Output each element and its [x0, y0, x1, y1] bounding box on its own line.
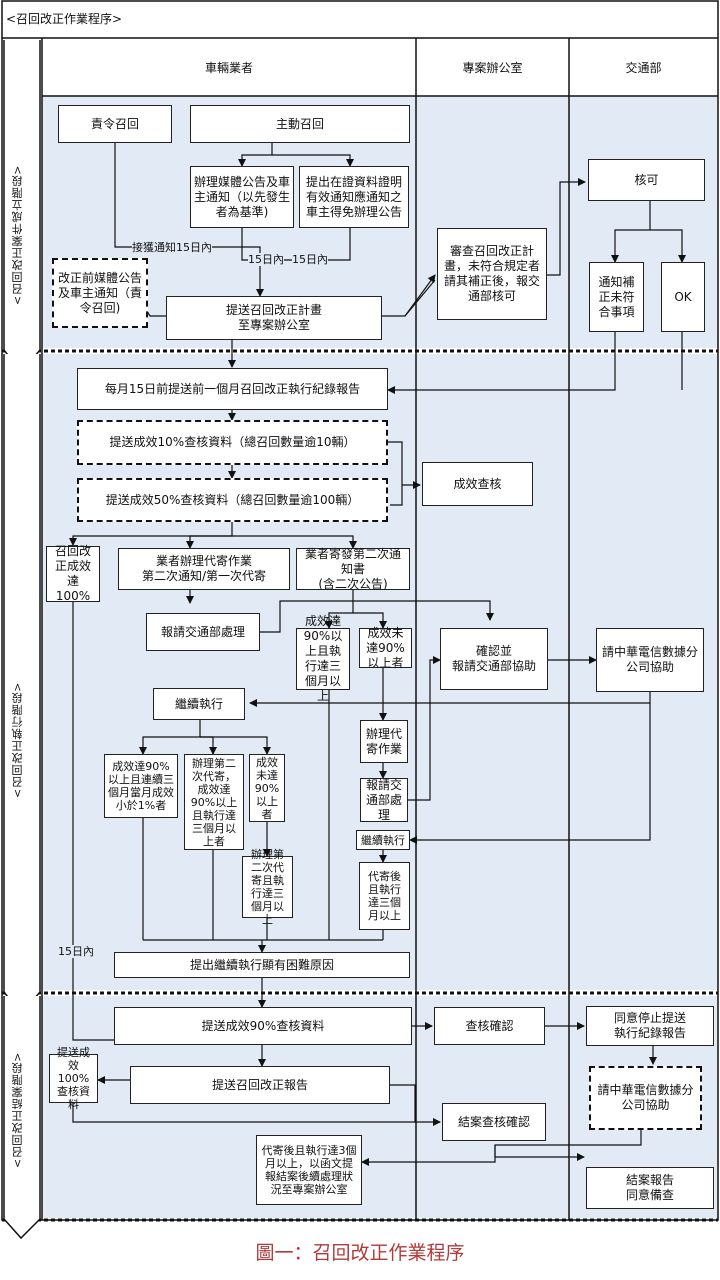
box-under90: 成效未達90%以上者: [359, 626, 412, 670]
column-header-office: 專案辦公室: [462, 60, 523, 75]
box-effect-check: 成效查核: [422, 462, 533, 506]
box-submit-100: 提送成效100%查核資料: [49, 1046, 98, 1111]
box-submit-50: 提送成效50%查核資料（總召回數量逾100輛）: [77, 478, 388, 522]
stage-label-establish: <召回改正案件成立階段>: [11, 164, 24, 306]
box-proxy-close: 代寄後且執行達3個月以上，以函文提報結案後續處理狀況至專案辦公室: [256, 1135, 362, 1205]
box-cht-assist: 請中華電信數據分公司協助: [596, 628, 704, 692]
box-over90-3m: 成效達90%以上且執行達三個月以上: [296, 614, 350, 703]
box-second-notice: 業者寄發第二次通知書 (含二次公告): [296, 547, 410, 591]
box-proxy-mail: 辦理代寄作業: [360, 720, 408, 763]
box-monthly-report: 每月15日前提送前一個月召回改正執行紀錄報告: [77, 368, 388, 410]
box-voluntary-recall: 主動召回: [190, 105, 410, 143]
box-under90-2: 成效未達90%以上者: [249, 754, 285, 822]
label-15days-b: 15日內: [292, 253, 328, 266]
box-confirm-assist: 確認並 報請交通部協助: [440, 628, 548, 690]
box-second-proxy: 辦理第二次代寄，成效達90%以上且執行達三個月以上者: [184, 754, 244, 850]
box-agree-stop: 同意停止提送 執行紀錄報告: [586, 1006, 714, 1046]
box-review-plan: 審查召回改正計畫，未符合規定者請其補正後，報交通部核可: [437, 228, 547, 320]
column-header-vehicle: 車輛業者: [204, 60, 253, 75]
figure-caption: 圖一：召回改正作業程序: [255, 1242, 465, 1264]
box-over90-consecutive: 成效達90%以上且連續三個月當月成效小於1%者: [104, 754, 178, 818]
box-cht-assist-2: 請中華電信數據分公司協助: [589, 1066, 702, 1130]
box-ok: OK: [661, 262, 705, 332]
label-15days-notice: 接獲通知15日內: [132, 241, 212, 254]
box-continue: 繼續執行: [153, 688, 245, 720]
label-15days-a: 15日內: [248, 253, 284, 266]
box-close-check: 結案查核確認: [442, 1103, 546, 1141]
box-submit-10: 提送成效10%查核資料（總召回數量逾10輛）: [77, 420, 388, 465]
box-check-confirm: 查核確認: [434, 1007, 545, 1045]
box-ordered-recall: 責令召回: [58, 105, 172, 143]
label-15days-c: 15日內: [58, 945, 94, 958]
box-media-notice: 辦理媒體公告及車主通知（以先發生者為基準): [190, 166, 294, 228]
column-header-ministry: 交通部: [625, 60, 662, 75]
box-pre-media-notice: 改正前媒體公告及車主通知（責令召回): [52, 258, 148, 328]
box-notify-fix: 通知補正未符合事項: [589, 262, 644, 332]
box-difficulty: 提出繼續執行顯有困難原因: [114, 952, 410, 978]
box-submit-90: 提送成效90%查核資料: [114, 1007, 412, 1045]
box-close-report: 結案報告 同意備查: [586, 1167, 714, 1209]
box-continue-2: 繼續執行: [356, 830, 410, 850]
box-second-proxy-3m: 辦理第二次代寄且執行達三個月以上: [242, 848, 293, 926]
box-after-proxy-3m: 代寄後且執行達三個月以上: [359, 862, 410, 930]
box-approve: 核可: [588, 159, 705, 201]
box-report-ministry: 報請交通部處理: [146, 613, 260, 651]
box-submit-plan: 提送召回改正計畫 至專案辦公室: [166, 296, 382, 340]
stage-label-execute: <召回改正執行階段>: [11, 681, 24, 799]
box-submit-report: 提送召回改正報告: [130, 1066, 390, 1104]
box-report-ministry-2: 報請交通部處理: [360, 778, 408, 822]
box-cert-notice: 提出在證資料證明有效通知應通知之車主得免辦理公告: [299, 166, 409, 228]
diagram-title: <召回改正作業程序>: [6, 12, 123, 26]
box-proxy-second: 業者辦理代寄作業 第二次通知/第一次代寄: [118, 548, 290, 590]
box-reach-100: 召回改正成效達100%: [46, 544, 100, 603]
stage-label-close: <召回改正結案階段>: [11, 1051, 24, 1169]
